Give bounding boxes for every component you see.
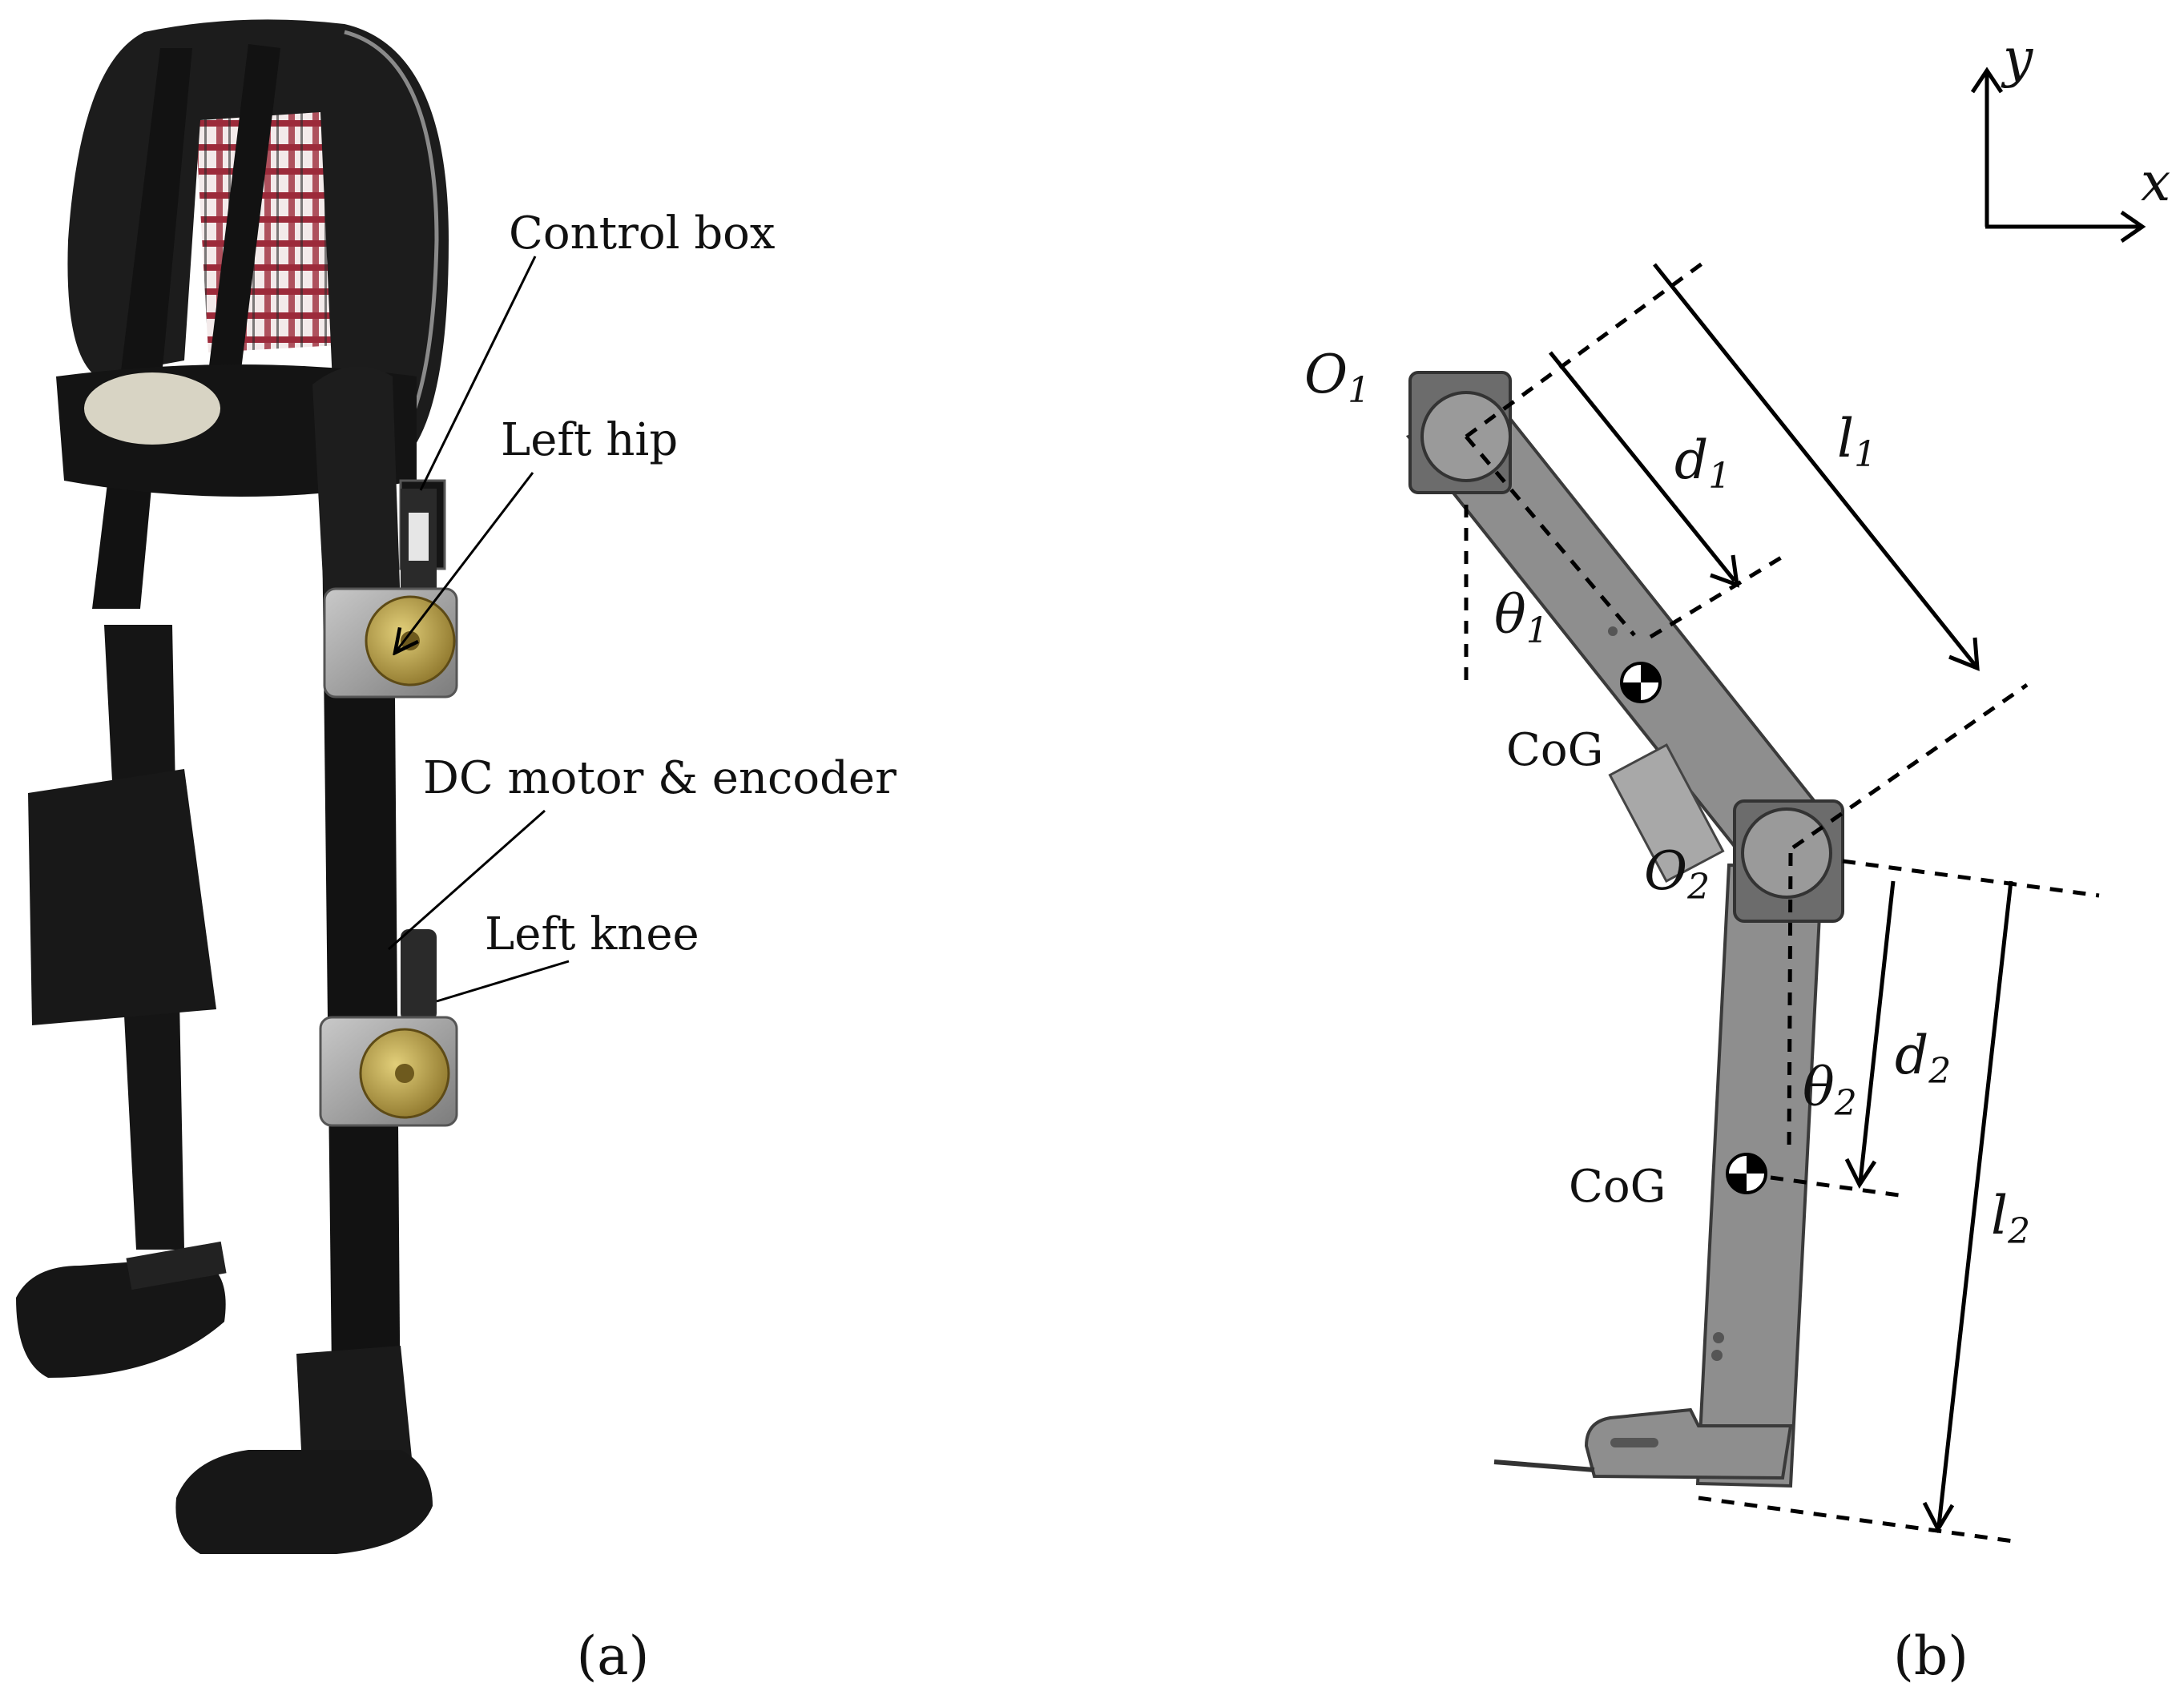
- cog-marker-thigh: [1620, 662, 1662, 703]
- label-theta2: θ2: [1803, 1057, 1857, 1124]
- l1-dimension: [1653, 263, 1976, 666]
- hip-pad: [84, 372, 220, 445]
- knee-motor: [401, 929, 437, 1021]
- d2-dimension: [1858, 880, 1896, 1182]
- y-axis-label: y: [2001, 27, 2033, 89]
- label-d2: d2: [1895, 1025, 1951, 1092]
- thigh-axis-dashed: [1465, 435, 1636, 637]
- reference-lines: [1464, 258, 2100, 1544]
- label-cog-upper: CoG: [1506, 724, 1603, 776]
- label-cog-lower: CoG: [1569, 1161, 1666, 1213]
- label-left-knee: Left knee: [485, 908, 699, 960]
- label-O1: O1: [1304, 344, 1370, 411]
- hip-perpendicular: [1465, 258, 1708, 439]
- knee-disc-center: [395, 1064, 414, 1083]
- thigh-link: [1405, 371, 1838, 884]
- hip-motor-label: [409, 513, 429, 561]
- caption-a: (a): [577, 1625, 650, 1687]
- foot-edge: [1493, 1459, 1595, 1472]
- d1-arrowhead: [1710, 554, 1740, 588]
- leader-dc-motor: [388, 809, 546, 951]
- x-axis-arrowhead: [2120, 210, 2146, 244]
- label-theta1: θ1: [1494, 584, 1549, 651]
- thigh-cuff: [28, 769, 216, 1025]
- label-left-hip: Left hip: [501, 414, 678, 466]
- foot-plate: [1584, 1407, 1793, 1480]
- leader-left-hip: [395, 472, 534, 653]
- label-control-box: Control box: [509, 207, 775, 260]
- right-ankle-strap: [126, 1241, 227, 1290]
- panel-a-exoskeleton: Control box Left hip DC motor & encoder …: [16, 19, 897, 1687]
- left-sandal: [175, 1450, 433, 1554]
- thigh-clamp: [1608, 743, 1725, 884]
- ankle-hole-1: [1713, 1332, 1724, 1343]
- label-d1: d1: [1674, 429, 1731, 497]
- panel-b-kinematic-model: y x: [1304, 27, 2170, 1687]
- d2-arrowhead: [1844, 1157, 1877, 1190]
- l1-arrowhead: [1948, 637, 1980, 671]
- label-l2: l2: [1991, 1185, 2030, 1252]
- cog-marker-shank: [1726, 1153, 1767, 1194]
- d1-dimension: [1549, 351, 1736, 582]
- coordinate-frame: y x: [1970, 27, 2170, 244]
- l2-arrowhead: [1922, 1501, 1955, 1534]
- x-axis-label: x: [2141, 151, 2170, 213]
- leader-left-knee: [436, 960, 570, 1003]
- shank-axis-dashed: [1787, 852, 1793, 1154]
- l2-end-perpendicular: [1698, 1496, 2020, 1544]
- right-sandal: [16, 1258, 226, 1378]
- thigh-hole: [1608, 626, 1618, 636]
- l2-dimension: [1936, 880, 2013, 1527]
- label-l1: l1: [1837, 408, 1876, 475]
- label-dc-motor: DC motor & encoder: [423, 752, 897, 804]
- l1-end-perpendicular: [1791, 682, 2029, 850]
- knee-perpendicular: [1842, 859, 2100, 898]
- y-axis-arrowhead: [1970, 66, 2004, 94]
- ankle-hole-2: [1711, 1350, 1723, 1361]
- left-upper-pad: [312, 366, 401, 609]
- caption-b: (b): [1893, 1625, 1968, 1687]
- knee-joint: [1741, 807, 1832, 899]
- foot-slot: [1610, 1438, 1658, 1447]
- label-O2: O2: [1644, 840, 1710, 908]
- d1-end-perpendicular: [1649, 554, 1784, 639]
- leader-control-box: [419, 256, 537, 491]
- dimension-arrows: [1549, 263, 2013, 1534]
- right-shoulder-strap: [208, 44, 280, 376]
